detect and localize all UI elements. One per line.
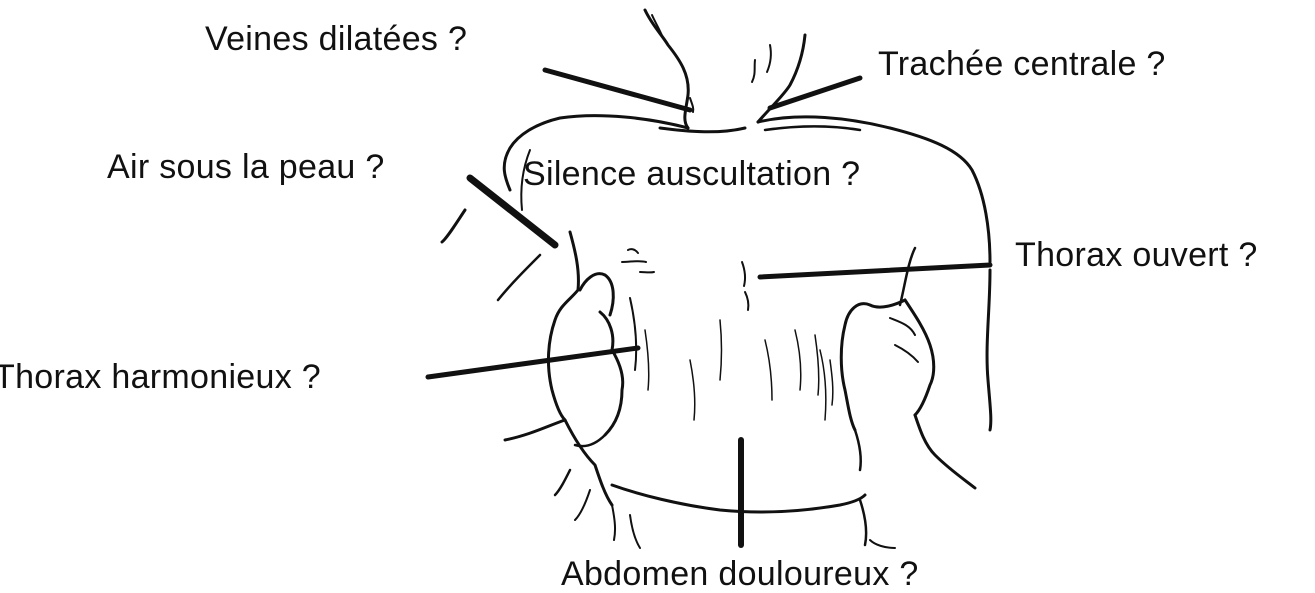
left-hand-detail [630,298,636,370]
right-hand-fingers [905,300,934,415]
label-trachee-centrale: Trachée centrale ? [878,45,1166,83]
neck-right-outline [758,35,805,122]
right-hand-wrist [855,430,861,470]
right-hand-detail [815,335,819,395]
sternum-mark-1 [742,262,745,286]
waist-lower-right [870,540,895,548]
label-thorax-ouvert: Thorax ouvert ? [1015,236,1258,274]
torso-left-dash-1 [442,210,465,242]
left-hand-fingers-2 [600,312,623,435]
right-hand-knuckle-2 [895,345,918,362]
clavicle-left [660,128,745,132]
waist-lower-left [630,515,640,548]
chest-mark-2 [628,249,638,253]
label-abdomen-douloureux: Abdomen douloureux ? [561,555,919,593]
abdomen-line-1 [720,320,722,380]
sternum-mark-2 [745,292,748,310]
abdomen-line-3 [795,330,801,390]
label-veines-dilatees: Veines dilatées ? [205,20,467,58]
right-forearm [915,415,975,488]
leader-line-ouvert [760,265,990,277]
chest-mark-1 [622,261,646,262]
left-hand-outline [505,232,578,440]
label-air-sous-la-peau: Air sous la peau ? [107,148,385,186]
left-hand-fingers-1 [580,274,613,315]
neck-right-inner [767,45,771,72]
waist-left-drop [612,505,615,540]
label-silence-auscultation: Silence auscultation ? [523,155,860,193]
torso-right-side [987,270,991,430]
leader-line-veines [545,70,690,110]
abdomen-line-5 [820,350,826,420]
right-hand-knuckle [890,318,915,335]
label-thorax-harmonieux: Thorax harmonieux ? [0,358,321,396]
left-lower-mark [555,470,570,495]
left-lower-mark-2 [575,490,590,520]
clavicle-right [765,126,860,130]
torso-left-dash-2 [498,255,540,300]
left-hand-detail-2 [645,330,649,390]
neck-right-stroke [752,60,755,82]
right-chest-fold [900,248,915,305]
waist-right-drop [860,500,866,545]
abdomen-line-2 [765,340,772,400]
abdomen-line-4 [690,360,695,420]
leader-line-harmonieux [428,348,638,377]
right-hand-detail-2 [830,360,833,405]
